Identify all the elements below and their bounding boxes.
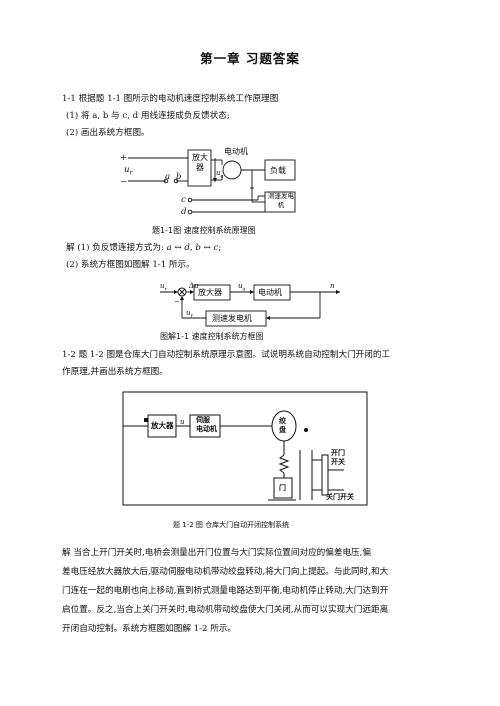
answer-1-2-line-5: 开闭自动控制。系统方框图如图解 1-2 所示。 [62, 624, 236, 634]
question-1-1-stem: 1-1 根据题 1-1 图所示的电动机速度控制系统工作原理图 [62, 94, 279, 104]
figure-solution-1-1-caption: 图解1-1 速度控制系统方框图 [160, 332, 264, 341]
question-1-2-line-1: 1-2 题 1-2 图是仓库大门自动控制系统原理示意图。试说明系统自动控制大门开… [62, 350, 391, 360]
question-1-1-item-2: (2) 画出系统方框图。 [66, 128, 150, 138]
fig1s-ur-label: ur [160, 282, 167, 293]
fig1-terminal-b: b [176, 172, 182, 182]
fig1s-uf-label: uf [186, 309, 193, 320]
fig1s-minus-sign: − [174, 298, 180, 306]
answer-1-2-line-4: 启位置。反之,当合上关门开关时,电动机带动绞盘使大门关闭,从而可以实现大门远距离 [62, 605, 389, 615]
fig1-tacho-label: 测速发电机 [268, 192, 294, 209]
question-1-1-item-1: (1) 将 a, b 与 c, d 用线连接成负反馈状态; [66, 111, 230, 121]
answer-1-2-line-3: 门连在一起的电刷也向上移动,直到桥式测量电路达到平衡,电动机停止转动,大门达到开 [62, 586, 389, 596]
fig1s-amplifier-block: 放大器 [198, 288, 222, 297]
fig1-load-label: 负载 [270, 166, 286, 175]
fig1-ur-label: ur [124, 165, 133, 177]
fig2-door-label: 门 [279, 484, 286, 492]
figure-1-1-caption: 题1-1图 速度控制系统原理图 [152, 226, 256, 235]
answer-1-1-line-1: 解 (1) 负反馈连接方式为: a ↔ d, b ↔ c; [66, 243, 222, 253]
fig1s-tacho-block: 测速发电机 [212, 314, 252, 323]
fig1-plus-sign: + [120, 153, 128, 163]
answer-1-1-line-2: (2) 系统方框图如图解 1-1 所示。 [66, 260, 195, 270]
fig2-drum-label: 绞盘 [279, 417, 286, 434]
fig1-terminal-d: d [181, 207, 187, 217]
fig2-servo-label: 伺服电动机 [196, 416, 217, 433]
fig1-ua-label: ua [216, 169, 224, 180]
page-title: 第一章 习题答案 [200, 51, 300, 66]
fig1-terminal-c: c [181, 195, 186, 205]
fig1-motor-label: 电动机 [224, 147, 248, 156]
fig1-terminal-a: a [165, 172, 171, 182]
fig1s-n-label: n [330, 282, 335, 290]
answer-1-2-line-2: 差电压经放大器放大后,驱动伺服电动机带动绞盘转动,将大门向上提起。与此同时,和大 [62, 567, 389, 577]
fig1s-ua-label: ua [238, 282, 246, 293]
figure-1-2-caption: 题 1-2 图 仓库大门自动开闭控制系统 [173, 521, 290, 529]
fig1s-motor-block: 电动机 [258, 288, 282, 297]
fig2-open-switch-label: 开门开关 [331, 449, 345, 466]
fig2-close-switch-label: 关门开关 [326, 493, 354, 501]
fig1s-delta-u-label: Δu [189, 282, 199, 290]
fig1-amplifier-label: 放大器 [192, 153, 208, 172]
fig2-u-label: u [180, 418, 185, 426]
fig1-minus-sign: − [120, 177, 128, 187]
fig2-amplifier-label: 放大器 [151, 421, 174, 430]
answer-1-2-line-1: 解 当合上开门开关时,电桥会测量出开门位置与大门实际位置间对应的偏差电压,偏 [62, 548, 371, 558]
question-1-2-line-2: 作原理,并画出系统方框图。 [62, 367, 168, 377]
